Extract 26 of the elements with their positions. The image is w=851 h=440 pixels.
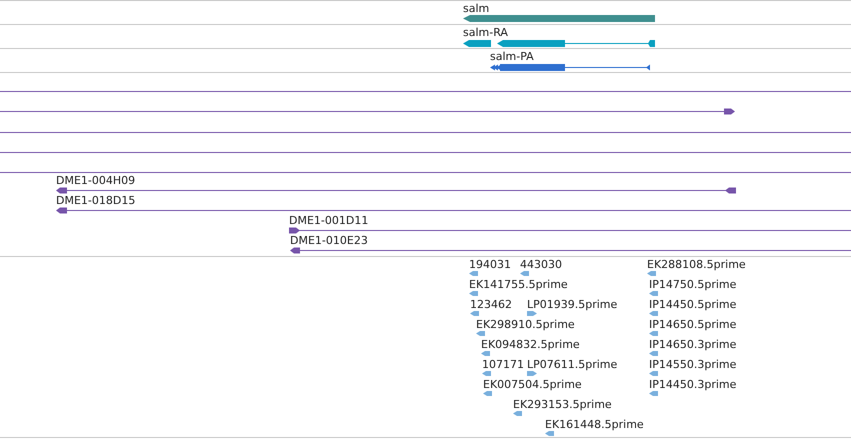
feature-label: EK288108.5prime (647, 258, 746, 271)
feature-label: IP14650.3prime (649, 338, 736, 351)
feature-label: DME1-001D11 (289, 214, 368, 227)
feature-label: LP07611.5prime (527, 358, 618, 371)
feature-label: EK298910.5prime (476, 318, 575, 331)
feature-label: 194031 (469, 258, 511, 271)
feature-label: salm (463, 2, 490, 15)
feature-label: IP14450.3prime (649, 378, 736, 391)
feature-label: salm-PA (490, 50, 534, 63)
feature-label: IP14750.5prime (649, 278, 736, 291)
feature-label: IP14650.5prime (649, 318, 736, 331)
feature-label: IP14450.5prime (649, 298, 736, 311)
feature-label: 107171 (482, 358, 524, 371)
feature-label: LP01939.5prime (527, 298, 618, 311)
feature-label: DME1-010E23 (290, 234, 368, 247)
feature-label: 443030 (520, 258, 562, 271)
feature-label: salm-RA (463, 26, 508, 39)
feature-label: EK007504.5prime (483, 378, 582, 391)
feature-label: EK161448.5prime (545, 418, 644, 431)
feature-label: EK141755.5prime (469, 278, 568, 291)
feature-label: EK293153.5prime (513, 398, 612, 411)
feature-label: 123462 (470, 298, 512, 311)
feature-label: IP14550.3prime (649, 358, 736, 371)
feature-label: EK094832.5prime (481, 338, 580, 351)
feature-label: DME1-018D15 (56, 194, 136, 207)
feature-label: DME1-004H09 (56, 174, 136, 187)
